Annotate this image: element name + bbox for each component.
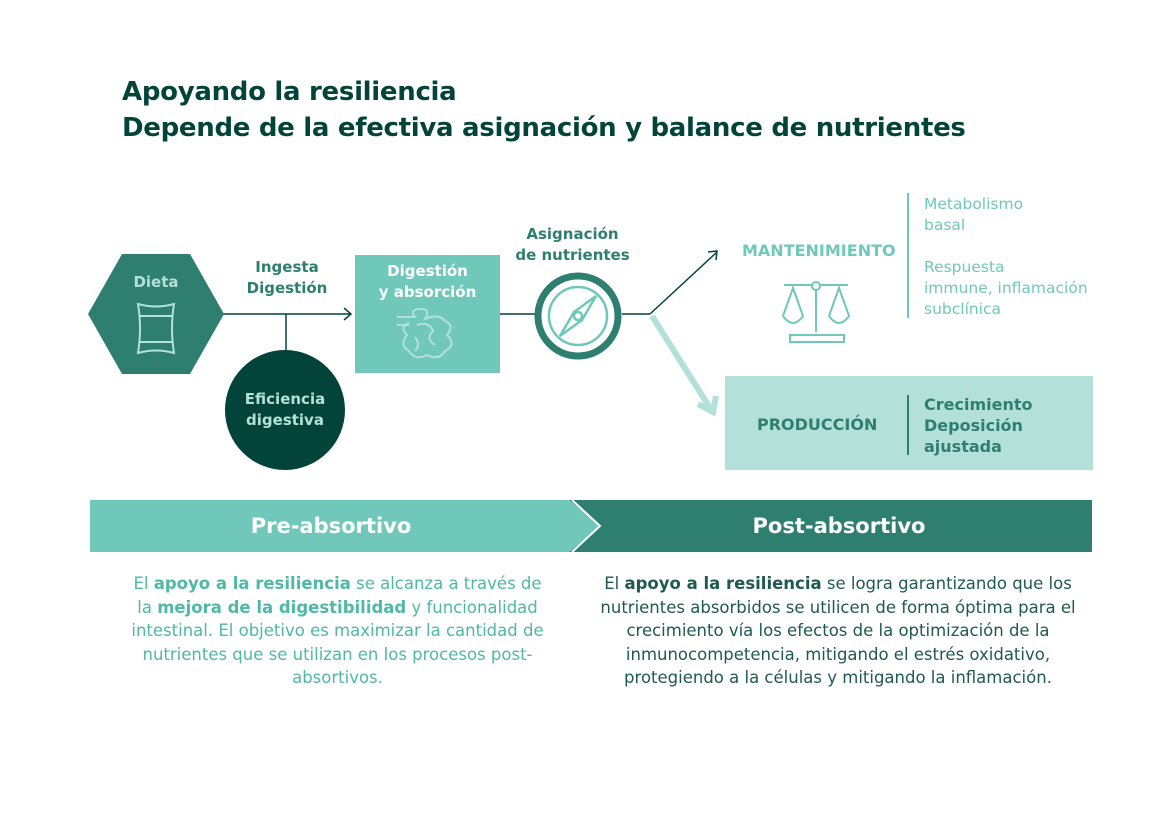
post-absortivo-label: Post-absortivo — [752, 514, 926, 538]
crecimiento-text: Crecimiento — [924, 395, 1033, 414]
dieta-label: Dieta — [133, 273, 179, 291]
digestion-box-label-2: y absorción — [378, 283, 477, 301]
chevron-separator — [571, 500, 602, 552]
digestion-label: Digestión — [246, 279, 328, 297]
immune-text: immune, inflamación — [924, 279, 1088, 297]
pre-absortivo-label: Pre-absortivo — [250, 514, 412, 538]
eficiencia-circle: Eficiencia digestiva — [225, 350, 345, 470]
basal-text: basal — [924, 216, 966, 234]
compass-icon — [534, 272, 622, 360]
ingesta-label: Ingesta — [255, 258, 319, 276]
nutrientes-label: de nutrientes — [515, 246, 630, 264]
intestine-icon — [397, 307, 453, 359]
deposicion-text: Deposición — [924, 416, 1023, 435]
respuesta-text: Respuesta — [924, 258, 1005, 276]
balance-scale-icon — [781, 281, 851, 343]
pre-absortivo-text: El apoyo a la resiliencia se alcanza a t… — [131, 574, 544, 687]
produccion-box — [725, 376, 1093, 470]
title-line-2: Depende de la efectiva asignación y bala… — [122, 113, 966, 143]
produccion-label: PRODUCCIÓN — [757, 415, 878, 434]
divider — [907, 193, 909, 318]
post-absortivo-text: El apoyo a la resiliencia se logra garan… — [600, 574, 1076, 687]
digestiva-label: digestiva — [246, 411, 324, 429]
mantenimiento-label: MANTENIMIENTO — [742, 241, 896, 260]
subclinica-text: subclínica — [924, 300, 1002, 318]
eficiencia-label: Eficiencia — [244, 390, 326, 408]
digestion-box-label-1: Digestión — [387, 262, 468, 280]
feed-bag-icon — [136, 302, 176, 355]
page-title: Apoyando la resiliencia Depende de la ef… — [122, 74, 966, 146]
divider — [907, 395, 909, 455]
asignacion-label: Asignación — [526, 225, 619, 243]
title-line-1: Apoyando la resiliencia — [122, 77, 457, 107]
metabolismo-text: Metabolismo — [924, 195, 1024, 213]
pre-absortivo-band — [90, 500, 600, 552]
ajustada-text: ajustada — [924, 437, 1002, 456]
